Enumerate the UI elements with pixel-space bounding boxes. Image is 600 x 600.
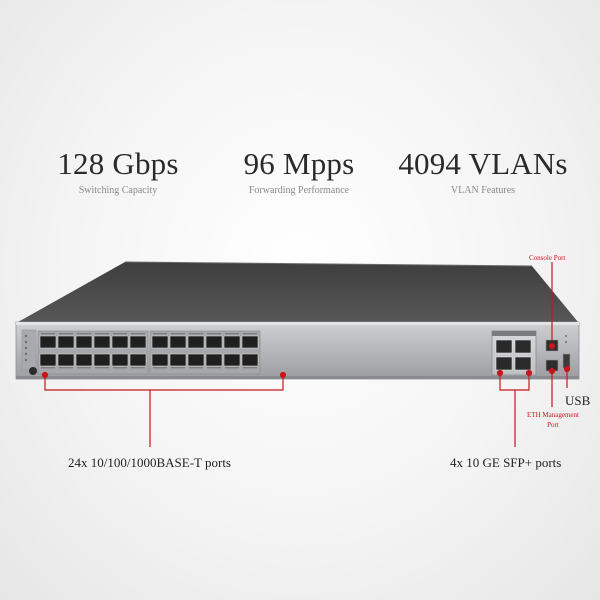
usb-port	[562, 353, 571, 369]
rj45-block-frame	[37, 330, 149, 375]
port-led	[153, 333, 167, 335]
port-led	[113, 333, 127, 335]
rj45-port	[223, 353, 241, 367]
chassis-top	[18, 262, 578, 322]
stat-value: 4094 VLANs	[398, 146, 568, 181]
rj45-port	[187, 353, 205, 367]
port-led	[225, 367, 239, 369]
rj45-port	[75, 353, 93, 367]
sfp-port	[514, 356, 532, 371]
port-led	[131, 333, 145, 335]
port-led	[41, 333, 55, 335]
port-led	[153, 367, 167, 369]
port-led	[171, 333, 185, 335]
rj45-port	[205, 335, 223, 349]
port-led	[113, 367, 127, 369]
rj45-port	[57, 353, 75, 367]
usb-label: USB	[565, 393, 591, 408]
port-led	[189, 333, 203, 335]
port-led	[207, 367, 221, 369]
port-led	[59, 367, 73, 369]
stat-label: VLAN Features	[450, 185, 516, 196]
stat-vlan-features: 4094 VLANs VLAN Features	[398, 146, 568, 198]
rj45-port	[111, 353, 129, 367]
sfp-port-group	[495, 339, 532, 371]
port-led	[243, 367, 257, 369]
sfp-port	[514, 339, 532, 354]
stat-forwarding-performance: 96 Mpps Forwarding Performance	[214, 146, 384, 198]
rj45-port	[241, 335, 259, 349]
rj45-port	[205, 353, 223, 367]
stat-label: Forwarding Performance	[248, 185, 350, 196]
rj45-port	[241, 353, 259, 367]
eth-management-port-label: ETH Management Port	[527, 411, 579, 429]
mode-button	[29, 367, 37, 375]
rj45-port	[223, 335, 241, 349]
rj45-port-block	[37, 330, 261, 375]
port-led	[131, 367, 145, 369]
rj45-port	[93, 335, 111, 349]
rj45-block-frame	[149, 330, 261, 375]
sfp-port	[495, 339, 513, 354]
sfp-port	[495, 356, 513, 371]
status-led-panel	[21, 329, 37, 375]
stat-label: Switching Capacity	[78, 185, 158, 196]
port-led	[77, 333, 91, 335]
port-led	[189, 367, 203, 369]
port-led	[171, 367, 185, 369]
rj45-port	[169, 353, 187, 367]
stat-value: 128 Gbps	[57, 146, 179, 181]
rj45-port	[129, 335, 147, 349]
rj45-port	[129, 353, 147, 367]
port-led	[95, 367, 109, 369]
port-led	[243, 333, 257, 335]
stat-value: 96 Mpps	[243, 146, 355, 181]
rj45-port	[57, 335, 75, 349]
rj45-port	[187, 335, 205, 349]
port-led	[207, 333, 221, 335]
callout-lines	[41, 262, 571, 447]
rj45-port	[39, 335, 57, 349]
copper-ports-label: 24x 10/100/1000BASE-T ports	[68, 455, 231, 470]
rj45-port	[169, 335, 187, 349]
rj45-port	[75, 335, 93, 349]
port-led	[225, 333, 239, 335]
port-led	[59, 333, 73, 335]
rj45-port	[39, 353, 57, 367]
rj45-port	[151, 353, 169, 367]
console-port-label: Console Port	[529, 254, 566, 262]
port-led	[41, 367, 55, 369]
rj45-port	[93, 353, 111, 367]
sfp-ports-label: 4x 10 GE SFP+ ports	[450, 455, 562, 470]
stat-switching-capacity: 128 Gbps Switching Capacity	[33, 146, 203, 198]
port-led	[95, 333, 109, 335]
rj45-port	[111, 335, 129, 349]
port-led	[77, 367, 91, 369]
rj45-port	[151, 335, 169, 349]
